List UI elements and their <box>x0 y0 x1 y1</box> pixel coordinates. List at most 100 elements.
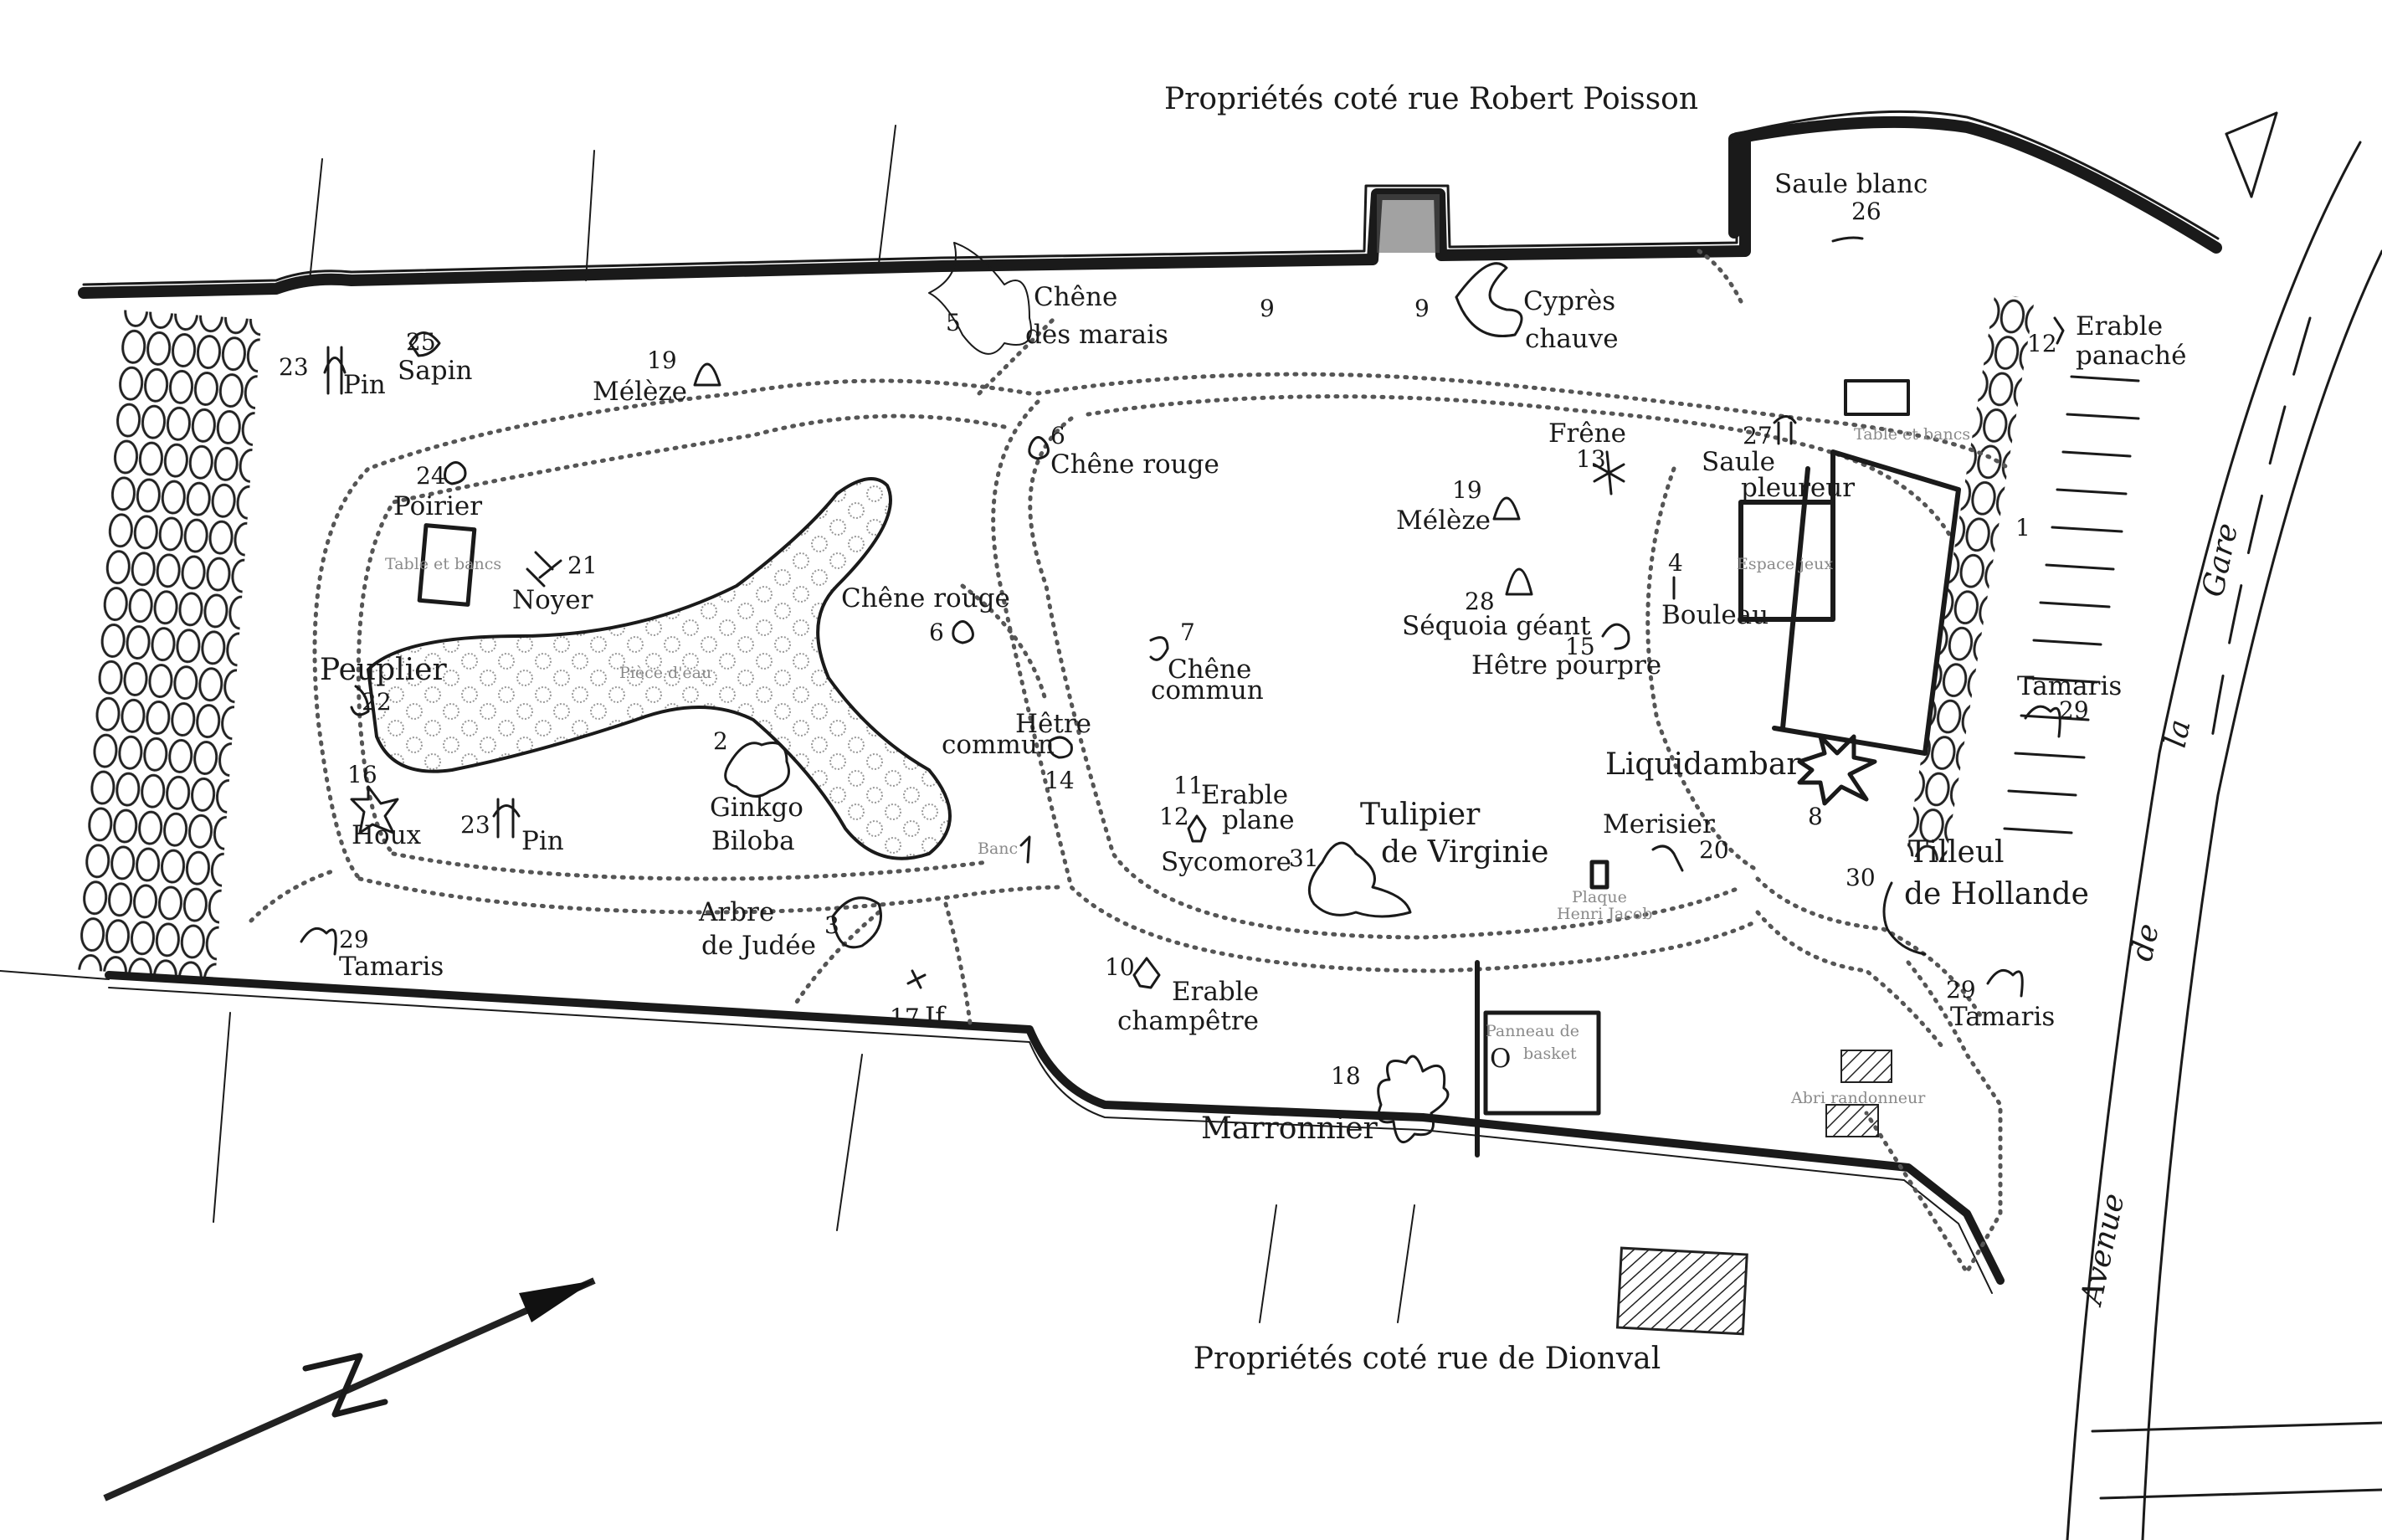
chene-7-icon <box>1149 636 1169 661</box>
tree-22-name: Peuplier <box>320 653 447 687</box>
tree-4-num: 4 <box>1668 549 1683 577</box>
pine-23a-icon <box>323 346 347 395</box>
tree-6a-num: 6 <box>1050 422 1065 449</box>
oak-5-icon <box>928 242 1032 355</box>
erable-10-icon <box>1132 957 1161 989</box>
tree-11-num: 11 <box>1173 772 1204 799</box>
tree-16-name: Houx <box>352 820 422 850</box>
tree-26-name: Saule blanc <box>1774 169 1928 199</box>
road-name-1: Avenue <box>2074 1190 2132 1309</box>
north-title: Propriétés coté rue Robert Poisson <box>1164 82 1698 116</box>
table-bancs-right-label: Table et bancs <box>1854 425 1970 444</box>
tree-30-num: 30 <box>1846 864 1876 891</box>
sequoia-icon <box>1505 567 1533 596</box>
plaque-marker <box>1589 860 1609 890</box>
tree-5-num: 5 <box>946 309 961 336</box>
tree-20-num: 20 <box>1699 836 1729 864</box>
tree-10-name-1: Erable <box>1172 977 1259 1007</box>
tree-6b-num: 6 <box>929 619 944 646</box>
tree-30-name-2: de Hollande <box>1904 877 2089 911</box>
pin-23b-icon <box>492 798 521 839</box>
tree-29c-name: Tamaris <box>1950 1002 2055 1032</box>
tree-15-name: Hêtre pourpre <box>1471 650 1661 680</box>
tree-28-num: 28 <box>1465 588 1495 615</box>
merisier-icon <box>1651 844 1684 872</box>
piece-eau-label: Pièce d'eau <box>619 664 711 682</box>
tree-20-name: Merisier <box>1603 809 1715 839</box>
tree-29a-num: 29 <box>339 926 369 953</box>
tree-25-name: Sapin <box>398 356 472 386</box>
basket-hoop-icon: O <box>1490 1044 1511 1074</box>
tree-29b-num: 29 <box>2059 696 2089 724</box>
tree-17-num: 17 <box>890 1004 920 1031</box>
tree-14-name-2: commun <box>942 730 1055 760</box>
tree-17-name: If <box>925 1002 947 1032</box>
tree-23b-num: 23 <box>460 811 490 839</box>
tree-15-num: 15 <box>1565 633 1595 660</box>
banc-label: Banc <box>978 839 1018 858</box>
tree-8-num: 8 <box>1808 803 1823 830</box>
meleze-19b-icon <box>1492 496 1521 521</box>
tree-23a-num: 23 <box>279 353 309 381</box>
north-wall <box>78 110 2222 299</box>
tree-13-name: Frêne <box>1548 418 1626 449</box>
abri-shelter <box>1825 1050 1892 1137</box>
north-arrow <box>103 1277 596 1502</box>
espace-jeux-label: Espace jeux <box>1737 555 1833 573</box>
basket-court <box>1475 960 1601 1158</box>
tree-7-name-2: commun <box>1151 675 1264 706</box>
cypress-icon <box>1455 262 1523 337</box>
tree-2-name-1: Ginkgo <box>710 793 803 823</box>
tree-18-num: 18 <box>1331 1062 1361 1090</box>
table-bancs-left-label: Table et bancs <box>385 555 501 573</box>
tree-4-name: Bouleau <box>1661 600 1769 630</box>
plaque-label-1: Plaque <box>1572 888 1627 906</box>
liquidambar-icon <box>1797 734 1877 806</box>
tamaris-29b-icon <box>2024 705 2061 738</box>
tree-31-name-2: de Virginie <box>1381 835 1548 870</box>
tree-21-name: Noyer <box>512 585 593 615</box>
lot-lines <box>0 125 1415 1323</box>
south-building <box>1615 1246 1748 1336</box>
tree-12a-name: Sycomore <box>1161 847 1291 877</box>
tilleul-icon <box>1882 881 1927 956</box>
tree-19a-name: Mélèze <box>593 377 687 407</box>
meleze-19a-icon <box>693 362 721 387</box>
tree-29a-name: Tamaris <box>339 952 444 982</box>
tree-12a-num: 12 <box>1159 803 1189 830</box>
tree-2-name-2: Biloba <box>711 826 795 856</box>
south-wall <box>105 971 2005 1294</box>
east-hedge <box>1906 293 2035 862</box>
banc-icon <box>1019 835 1031 864</box>
tree-24-name: Poirier <box>393 491 482 521</box>
tree-5-name-1: Chêne <box>1034 282 1117 312</box>
tree-9b-name-2: chauve <box>1525 324 1619 354</box>
parking-stalls <box>2003 375 2140 834</box>
tree-19b-num: 19 <box>1452 476 1482 504</box>
tree-26-num: 26 <box>1851 198 1881 225</box>
oak-6b-icon <box>952 620 974 644</box>
road-name-2: de <box>2125 921 2166 964</box>
tree-13-num: 13 <box>1576 445 1606 473</box>
tree-3-name-2: de Judée <box>701 931 816 961</box>
tree-27-name-2: pleureur <box>1741 473 1855 503</box>
tulipier-icon <box>1307 841 1412 918</box>
tree-21-num: 21 <box>567 552 598 579</box>
tree-5-name-2: des marais <box>1025 320 1168 350</box>
tree-9b-num: 9 <box>1414 295 1430 322</box>
tree-23a-name: Pin <box>343 370 386 400</box>
tree-27-name-1: Saule <box>1702 447 1775 477</box>
tree-1-num: 1 <box>2015 514 2030 542</box>
peuplier-icon <box>350 685 370 716</box>
if-icon <box>906 969 927 989</box>
tree-27-num: 27 <box>1743 422 1773 449</box>
tree-29b-name: Tamaris <box>2017 671 2122 701</box>
west-hedge <box>77 310 262 979</box>
tree-symbols <box>300 236 2065 1144</box>
tree-16-num: 16 <box>347 761 377 788</box>
sapin-icon <box>408 331 441 357</box>
tree-9a-num: 9 <box>1260 295 1275 322</box>
tree-10-name-2: champêtre <box>1117 1006 1259 1036</box>
tree-7-name-1: Chêne <box>1168 654 1251 685</box>
